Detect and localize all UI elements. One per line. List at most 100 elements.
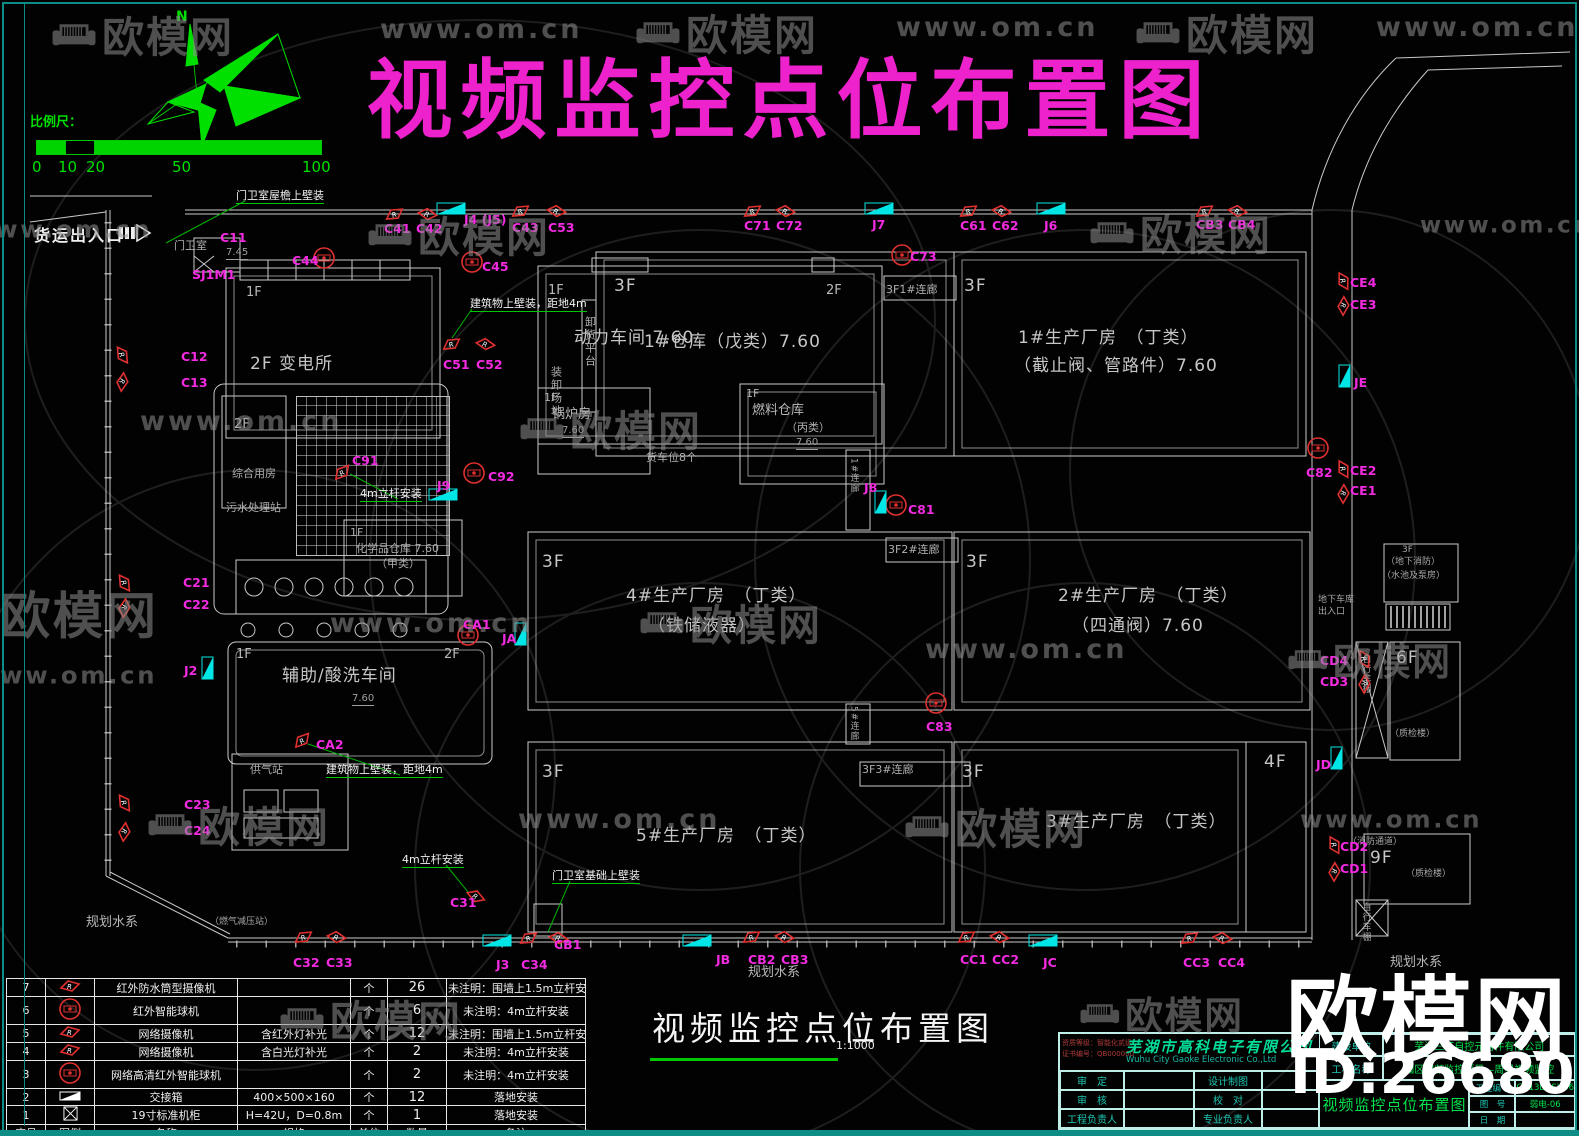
- camera-label: C92: [488, 469, 515, 484]
- plan-annotation: 3F3#连廊: [862, 763, 914, 776]
- bullet-camera-icon: R: [108, 342, 133, 369]
- plan-annotation: 燃料仓库: [752, 403, 805, 418]
- junction-box-v-icon: [201, 656, 214, 684]
- camera-label: C42: [416, 221, 443, 236]
- camera-label: C21: [183, 575, 210, 590]
- ball-camera-icon: [312, 246, 336, 274]
- bullet-camera-icon: R: [985, 926, 1012, 951]
- camera-label: CB3: [781, 952, 809, 967]
- signoff-blank: [1124, 1090, 1194, 1109]
- drawing-scale: 1:1000: [836, 1039, 875, 1052]
- signoff-label: 审 定: [1060, 1071, 1124, 1090]
- legend-row: 7 R 红外防水筒型摄像机 个 26 未注明：围墙上1.5m立杆安装: [6, 978, 586, 997]
- bullet-camera-icon: R: [59, 1026, 81, 1042]
- scalebar-segment: [37, 141, 65, 154]
- bullet-camera-icon: R: [544, 927, 571, 952]
- camera-label: C83: [926, 719, 953, 734]
- bullet-camera-icon: R: [739, 200, 766, 225]
- camera-label: C41: [384, 221, 411, 236]
- legend-name: 红外防水筒型摄像机: [94, 978, 238, 997]
- site-watermark-id: ID:2668013: [1290, 1042, 1579, 1107]
- plan-annotation: （甲类）: [376, 557, 420, 570]
- plan-annotation: 5#连廊: [848, 706, 859, 742]
- ball-camera-icon: [58, 998, 82, 1024]
- svg-text:R: R: [780, 933, 787, 942]
- gate-arrow-icon: [118, 223, 152, 246]
- bullet-camera-icon: R: [413, 203, 440, 228]
- plan-annotation: 1F: [746, 387, 760, 400]
- svg-text:R: R: [525, 935, 532, 944]
- plan-annotation: 自行车棚: [1360, 654, 1371, 694]
- camera-label: C82: [1306, 465, 1333, 480]
- plan-annotation: 3F: [542, 762, 565, 782]
- project-label: 工程名称: [1319, 1056, 1384, 1080]
- sewage-treatment-hatch: [296, 396, 450, 556]
- signoff-blank: [1262, 1071, 1320, 1090]
- camera-label: J7: [872, 217, 886, 232]
- bullet-camera-icon: R: [1330, 292, 1354, 318]
- plan-annotation: 7.45: [226, 247, 249, 260]
- bullet-camera-icon: R: [110, 818, 135, 845]
- plan-annotation: 规划水系: [748, 965, 801, 980]
- svg-text:R: R: [67, 1047, 72, 1055]
- plan-annotation: 6F: [1396, 648, 1419, 668]
- leader-lines: [165, 200, 571, 933]
- legend-row: 1 19寸标准机柜 H=42U，D=0.8m 个 1 落地安装: [6, 1105, 586, 1125]
- svg-text:R: R: [298, 737, 307, 746]
- north-label: N: [176, 9, 188, 25]
- plan-annotation: （丙类）: [786, 421, 830, 434]
- title-block-company: 资质等级：智能化贰级 证书编号：QB000000 芜湖市高科电子有限公司 Wuh…: [1060, 1034, 1320, 1071]
- company-name-en: Wuhu City Gaoke Electronic Co.,Ltd: [1126, 1055, 1277, 1065]
- plan-annotation: 7.60: [796, 437, 819, 450]
- signoff-label: 工程负责人: [1060, 1109, 1124, 1128]
- title-underline: [650, 1058, 838, 1061]
- date-value: [1515, 1112, 1575, 1128]
- camera-label: CB4: [1228, 217, 1256, 232]
- camera-label: CE3: [1350, 297, 1377, 312]
- plan-annotation: （地下消防）: [1386, 557, 1441, 567]
- signoff-blank: [1124, 1071, 1194, 1090]
- camera-label: CB1: [554, 937, 582, 952]
- plan-annotation: 1F: [350, 526, 364, 539]
- camera-label: C22: [183, 597, 210, 612]
- camera-label: JE: [1354, 375, 1368, 390]
- svg-text:R: R: [1338, 465, 1347, 472]
- plan-annotation: 门卫室屋檐上壁装: [236, 189, 324, 204]
- drawing-title-cell: 视频监控点位布置图: [1319, 1080, 1470, 1128]
- bullet-camera-icon: R: [1321, 858, 1345, 884]
- bullet-camera-icon: R: [290, 926, 317, 951]
- ball-camera-icon: [890, 243, 914, 271]
- svg-text:R: R: [423, 210, 430, 219]
- bullet-camera-icon: R: [1330, 456, 1354, 482]
- plan-annotation: （消防通道）: [1348, 837, 1403, 847]
- legend-unit: 个: [350, 978, 388, 997]
- drawing-frame-bottom-bar: [0, 1130, 1579, 1136]
- bullet-camera-icon: R: [110, 570, 135, 597]
- bullet-camera-icon: R: [471, 333, 498, 358]
- bullet-camera-icon: R: [108, 368, 133, 395]
- svg-text:R: R: [1329, 841, 1338, 848]
- camera-label: CD4: [1320, 653, 1349, 668]
- plan-annotation: 综合用房: [232, 467, 276, 480]
- camera-label: C71: [744, 218, 771, 233]
- camera-label: C11: [220, 230, 247, 245]
- signoff-blank: [1262, 1109, 1320, 1128]
- plan-annotation: 1#连廊: [848, 458, 859, 494]
- plan-annotation: 3F: [542, 552, 565, 572]
- plan-annotation: 1F: [548, 283, 564, 298]
- plan-annotation: 3#生产厂房 （丁类）: [1046, 812, 1227, 832]
- plan-annotation: 7.60: [352, 693, 375, 706]
- plan-annotation: （截止阀、管路件）7.60: [1014, 356, 1218, 376]
- svg-text:R: R: [1329, 868, 1338, 875]
- svg-text:R: R: [471, 892, 480, 901]
- scalebar: [36, 140, 322, 155]
- junction-box-h-icon: [682, 932, 712, 951]
- camera-label: C53: [548, 220, 575, 235]
- title-block: 资质等级：智能化贰级 证书编号：QB000000 芜湖市高科电子有限公司 Wuh…: [1058, 1032, 1577, 1130]
- camera-label: SJ1M1: [192, 267, 236, 282]
- ball-camera-icon: [1306, 436, 1330, 464]
- svg-text:R: R: [119, 799, 128, 806]
- project-no-label: 工程编号: [1469, 1080, 1516, 1096]
- bullet-camera-icon: R: [381, 203, 408, 228]
